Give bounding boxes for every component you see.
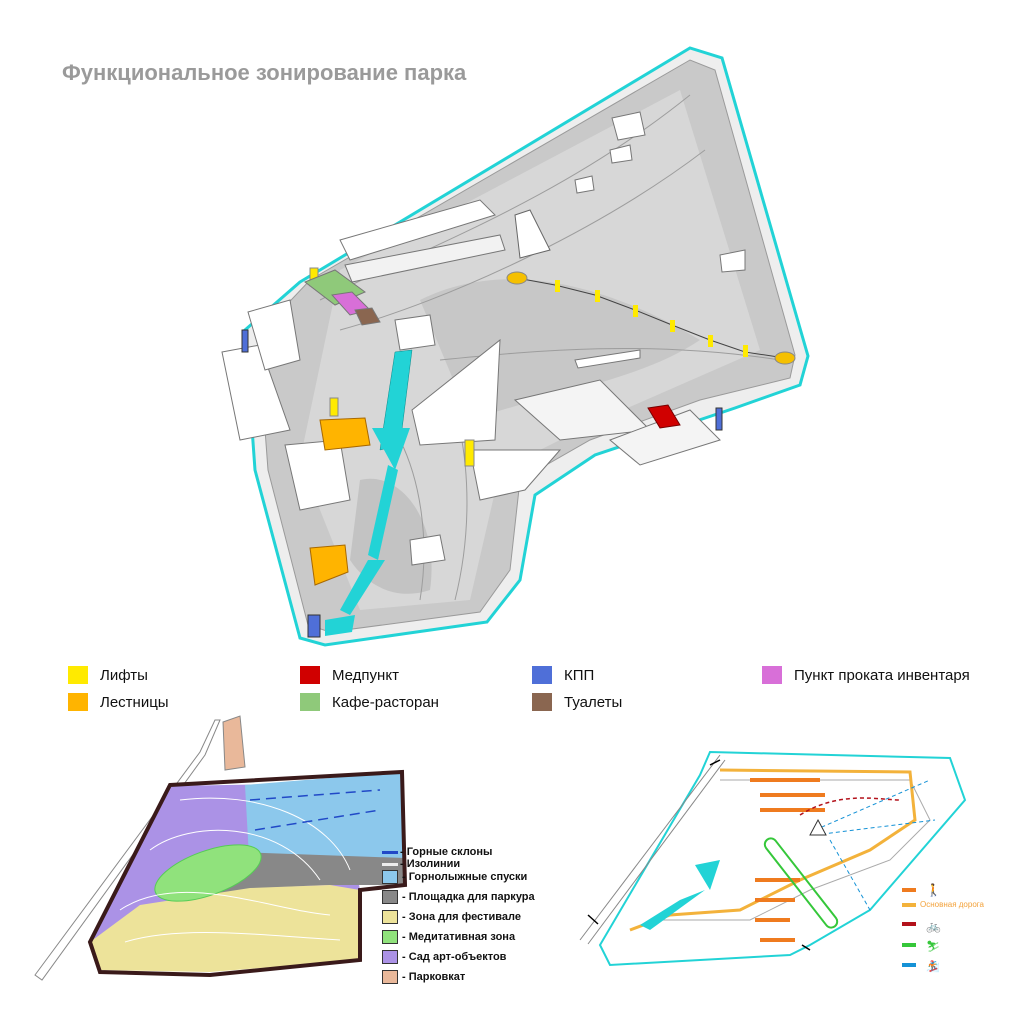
legend-label: - Медитативная зона [402, 931, 516, 943]
legend-medpoint: Медпункт [300, 666, 399, 684]
legend-stairs: Лестницы [68, 693, 169, 711]
observation-tower [514, 209, 551, 259]
legend-swatch [68, 666, 88, 684]
legend-swatch [532, 693, 552, 711]
legend-swatch [382, 950, 398, 964]
entrance-arrow-icon [801, 944, 811, 951]
legend-label: Медпункт [332, 666, 399, 684]
legend-label: - Сад арт-объектов [402, 951, 507, 963]
legend-label: - Парковкат [402, 971, 466, 983]
skier-icon: ⛷ [926, 941, 940, 953]
legend-lifts: Лифты [68, 666, 148, 684]
zoning-legend-item: - Зона для фестивале [382, 910, 521, 924]
snowboarder-icon: 🏂 [926, 960, 940, 973]
legend-swatch [382, 870, 398, 884]
legend-label: Туалеты [564, 693, 623, 711]
summit-marker [809, 818, 827, 836]
legend-swatch [902, 903, 916, 907]
zoning-map [34, 715, 408, 981]
checkpoint [241, 329, 249, 353]
ski-route-lines [814, 779, 936, 911]
elevator [464, 439, 475, 467]
legend-rental: Пункт проката инвентаря [762, 666, 970, 684]
zoning-legend-item: - Сад арт-объектов [382, 950, 506, 964]
legend-swatch [382, 930, 398, 944]
cycling-route [799, 797, 901, 816]
road [34, 719, 221, 981]
parking-zone [222, 715, 246, 771]
legend-swatch [382, 910, 398, 924]
legend-swatch [300, 666, 320, 684]
main-road-label: Основная дорога [920, 900, 984, 909]
checkpoint [307, 614, 321, 638]
lift-route [763, 837, 839, 929]
legend-cafe: Кафе-расторан [300, 693, 439, 711]
ski-run [372, 428, 410, 470]
legend-label: КПП [564, 666, 595, 684]
walking-route [750, 778, 825, 942]
checkpoint [715, 407, 723, 431]
routes-map: 🚶 🚲 ⛷ 🏂 [579, 750, 967, 973]
ski-run [340, 560, 385, 615]
stairs [319, 417, 371, 451]
legend-label: - Изолинии [400, 858, 461, 870]
ski-runs [640, 860, 720, 930]
page-title: Функциональное зонирование парка [62, 60, 467, 85]
legend-swatch [902, 922, 916, 926]
legend-label: - Горнолыжные спуски [402, 871, 528, 883]
medpoint [647, 404, 681, 429]
main-road-route [629, 768, 917, 932]
legend-label: - Зона для фестивале [402, 911, 522, 923]
lift-station [506, 271, 528, 285]
legend-label: - Горные склоны [400, 846, 493, 858]
zoning-boundary [87, 769, 408, 978]
legend-label: Лестницы [100, 693, 169, 711]
toilets [354, 307, 381, 326]
entrance-arrow-icon [587, 914, 599, 925]
zoning-legend-item: - Изолинии [382, 858, 460, 870]
legend-label: Лифты [100, 666, 148, 684]
ski-run [368, 465, 398, 560]
legend-label: - Площадка для паркура [402, 891, 535, 903]
legend-swatch [382, 862, 398, 866]
legend-label: Пункт проката инвентаря [794, 666, 970, 684]
lift-pylon [633, 305, 638, 317]
legend-swatch [902, 943, 916, 947]
zoning-legend-item: - Горнолыжные спуски [382, 870, 527, 884]
entrance-arrow-icon [709, 759, 721, 766]
lift-pylon [708, 335, 713, 347]
legend-swatch [532, 666, 552, 684]
walking-person-icon: 🚶 [926, 883, 941, 897]
lift-pylon [555, 280, 560, 292]
legend-swatch [902, 963, 916, 967]
lift-pylon [670, 320, 675, 332]
legend-swatch [902, 888, 916, 892]
zoning-legend-item: - Парковкат [382, 970, 465, 984]
cyclist-icon: 🚲 [926, 919, 941, 933]
ski-run [325, 615, 355, 636]
park-3d-model [221, 46, 810, 647]
legend-swatch [382, 970, 398, 984]
zoning-legend-item: - Горные склоны [382, 846, 492, 858]
lift-cable [516, 277, 786, 359]
legend-swatch [762, 666, 782, 684]
legend-checkpoint: КПП [532, 666, 594, 684]
legend-swatch [300, 693, 320, 711]
legend-swatch [382, 850, 398, 854]
festival-zone [90, 885, 360, 972]
legend-swatch [68, 693, 88, 711]
legend-swatch [382, 890, 398, 904]
legend-toilets: Туалеты [532, 693, 622, 711]
lift-pylon [595, 290, 600, 302]
stairs [309, 544, 349, 586]
legend-label: Кафе-расторан [332, 693, 439, 711]
elevator [329, 397, 339, 417]
zoning-legend-item: - Площадка для паркура [382, 890, 535, 904]
lift-pylon [743, 345, 748, 357]
lift-station [774, 351, 796, 365]
meditation-zone [154, 844, 262, 902]
zoning-legend-item: - Медитативная зона [382, 930, 515, 944]
